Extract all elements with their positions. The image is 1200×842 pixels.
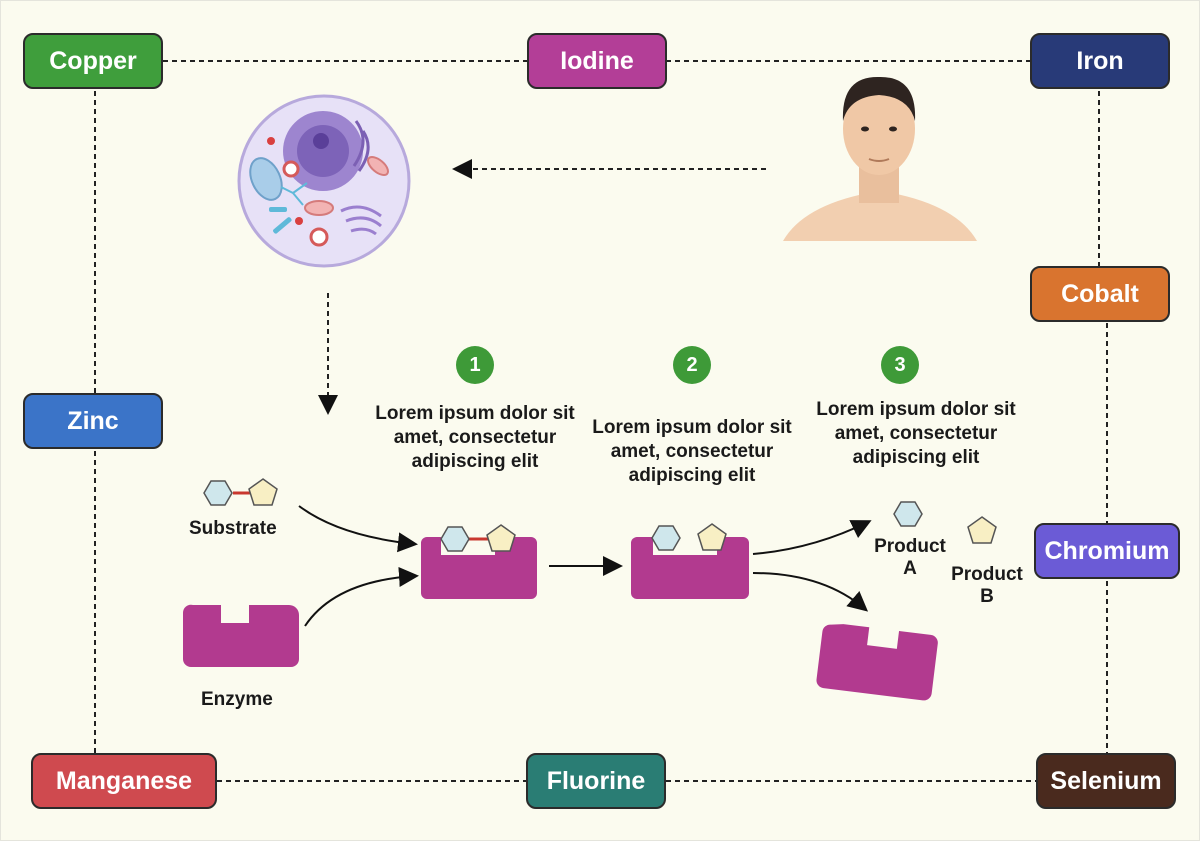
- mineral-cobalt: Cobalt: [1030, 266, 1170, 322]
- product-a-label-line1: Product: [874, 536, 946, 557]
- mineral-iron: Iron: [1030, 33, 1170, 89]
- enzyme-icon: [182, 604, 299, 667]
- cell-icon: [237, 94, 411, 268]
- arrow-substrate-to-complex: [298, 505, 418, 553]
- substrate-molecule-icon: [203, 478, 278, 506]
- mineral-chromium: Chromium: [1034, 523, 1180, 579]
- mineral-manganese: Manganese: [31, 753, 217, 809]
- pentagon-molecule-icon: [248, 478, 278, 506]
- product-b-label-line2: B: [980, 586, 994, 607]
- enzyme-label: Enzyme: [201, 689, 273, 710]
- arrow-enzyme-to-complex: [304, 567, 419, 627]
- step-3-badge: 3: [881, 346, 919, 384]
- human-head-icon: [783, 76, 977, 241]
- product-b-label: Product B: [946, 564, 1028, 608]
- mineral-selenium: Selenium: [1036, 753, 1176, 809]
- product-a-label-line2: A: [903, 558, 917, 579]
- product-b-label-line1: Product: [951, 564, 1023, 585]
- arrow-to-free-enzyme: [752, 572, 869, 612]
- mineral-copper: Copper: [23, 33, 163, 89]
- step-3-text: Lorem ipsum dolor sit amet, consectetur …: [816, 399, 1016, 468]
- step-1-text: Lorem ipsum dolor sit amet, consectetur …: [375, 403, 575, 472]
- mineral-zinc: Zinc: [23, 393, 163, 449]
- step-1-badge: 1: [456, 346, 494, 384]
- product-a-label: Product A: [869, 536, 951, 580]
- product-b-pentagon-icon: [967, 516, 997, 544]
- step-2-badge: 2: [673, 346, 711, 384]
- step-2-text: Lorem ipsum dolor sit amet, consectetur …: [592, 417, 792, 486]
- released-enzyme-icon: [816, 624, 938, 701]
- arrow-to-products: [752, 520, 872, 555]
- hexagon-molecule-icon: [203, 480, 233, 506]
- substrate-label: Substrate: [189, 518, 277, 539]
- enzyme-substrate-complex-2: [631, 523, 749, 599]
- enzyme-substrate-complex-1: [421, 524, 537, 599]
- product-a-hexagon-icon: [893, 501, 923, 527]
- mineral-fluorine: Fluorine: [526, 753, 666, 809]
- mineral-iodine: Iodine: [527, 33, 667, 89]
